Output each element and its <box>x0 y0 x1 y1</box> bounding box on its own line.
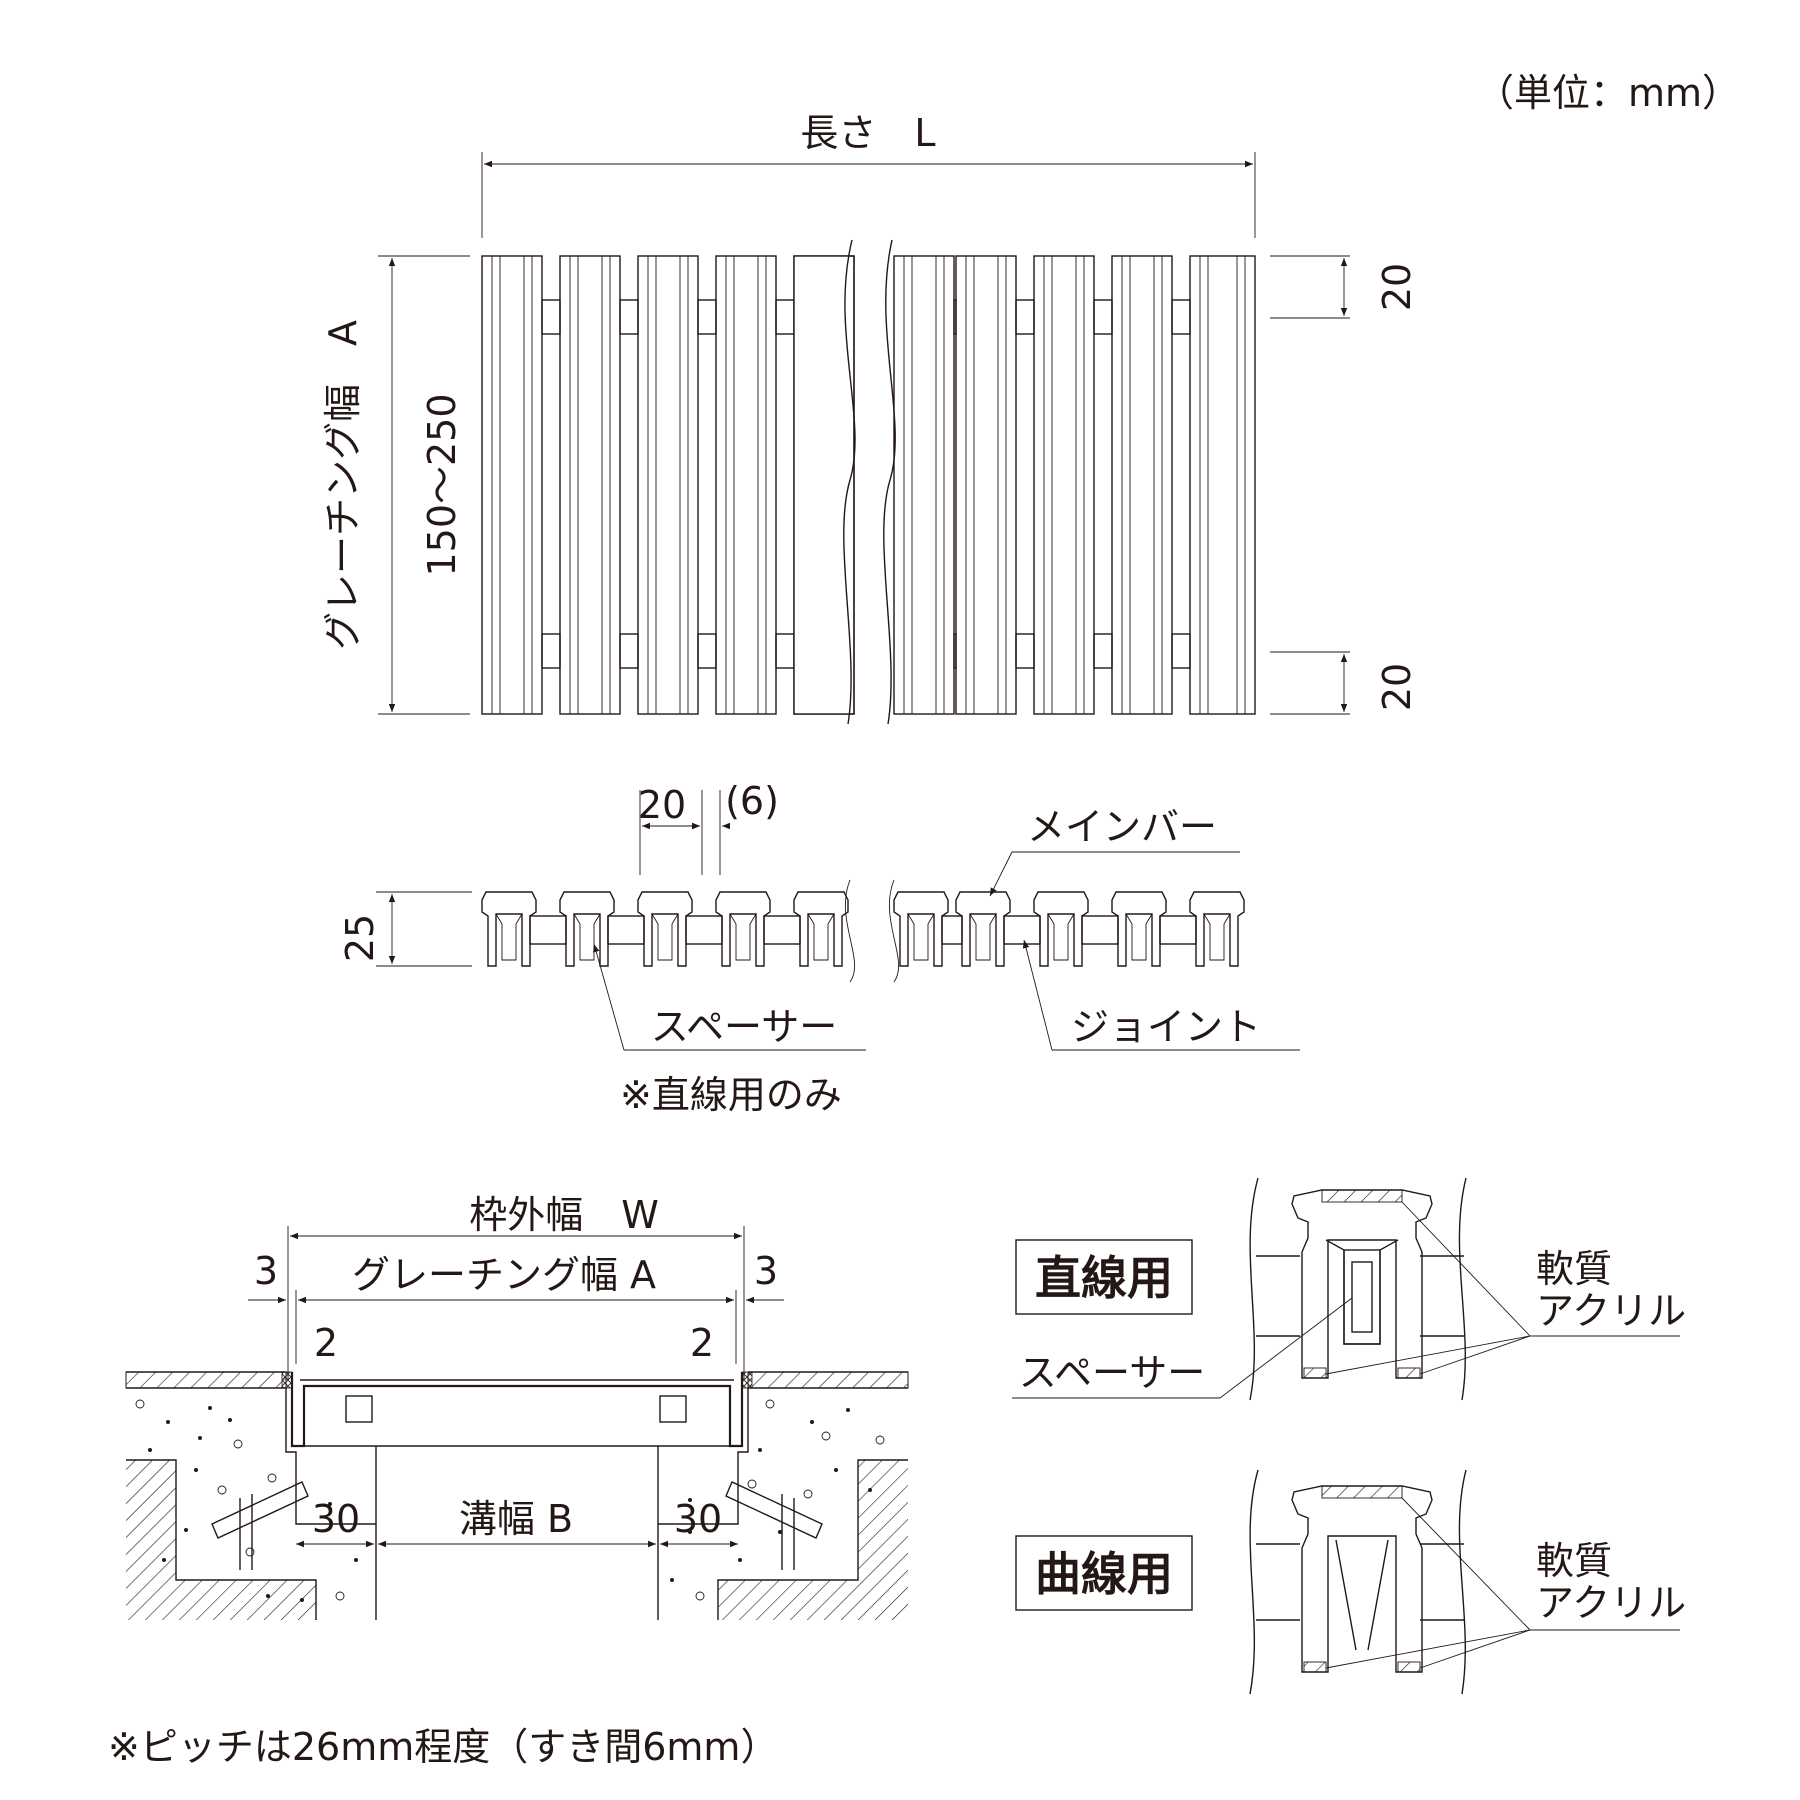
straight-material-line1: 軟質 <box>1536 1247 1612 1291</box>
unit-note: （単位：mm） <box>1476 71 1740 115</box>
frame-width-label: 枠外幅 W <box>469 1193 659 1237</box>
pitch-dimension: 20 <box>638 783 686 827</box>
spacer <box>541 633 561 669</box>
spacer <box>541 299 561 335</box>
straight-detail: 直線用 軟質 アクリル スペーサー <box>1012 1177 1686 1401</box>
joint-section <box>607 915 645 945</box>
curved-title: 曲線用 <box>1035 1547 1173 1601</box>
bar-section <box>1111 891 1167 967</box>
main-bar <box>715 255 777 715</box>
spacer <box>775 633 795 669</box>
spacer <box>619 299 639 335</box>
main-bar <box>1033 255 1095 715</box>
left-ledge-dimension: 30 <box>312 1497 360 1541</box>
right-ledge-dimension: 30 <box>674 1497 722 1541</box>
spacer <box>1015 299 1035 335</box>
section-view: 20 (6) 25 メインバー スペーサー ジョイント ※直線用のみ <box>338 779 1300 1117</box>
main-bar-label: メインバー <box>1027 805 1217 849</box>
installation-view: 枠外幅 W グレーチング幅 A 3 3 2 2 <box>125 1193 909 1620</box>
joint-section <box>1081 915 1119 945</box>
anchor-right <box>725 1481 823 1570</box>
joint-section <box>685 915 723 945</box>
spacer <box>1093 633 1113 669</box>
spacer <box>697 633 717 669</box>
break-line-right <box>883 239 896 725</box>
joint-section <box>529 915 567 945</box>
bar-section <box>1189 891 1245 967</box>
main-bar <box>955 255 1017 715</box>
right-gap-dimension: 2 <box>690 1321 714 1365</box>
edge-dimension-top: 20 <box>1375 263 1419 311</box>
joint-section <box>1003 915 1041 945</box>
spacer <box>697 299 717 335</box>
section-bars-right <box>893 891 1245 967</box>
curved-title-box <box>1015 1535 1193 1611</box>
break-line-left <box>843 239 856 725</box>
straight-title: 直線用 <box>1035 1251 1173 1305</box>
straight-material-line2: アクリル <box>1536 1289 1686 1333</box>
main-bar <box>559 255 621 715</box>
main-bars-right <box>893 255 1256 715</box>
main-bar <box>1111 255 1173 715</box>
footer-pitch-note: ※ピッチは26mm程度（すき間6mm） <box>108 1725 778 1769</box>
joint-section <box>1159 915 1197 945</box>
curved-detail: 曲線用 軟質 アクリル <box>1015 1469 1686 1695</box>
section-bars-left <box>481 891 849 967</box>
spacer <box>1015 633 1035 669</box>
right-clearance-dimension: 3 <box>754 1249 778 1293</box>
edge-dimension-bottom: 20 <box>1375 663 1419 711</box>
bar-section <box>715 891 771 967</box>
bar-section <box>559 891 615 967</box>
spacer <box>1093 299 1113 335</box>
spacer <box>1171 299 1191 335</box>
straight-only-note: ※直線用のみ <box>620 1073 842 1117</box>
spacer <box>775 299 795 335</box>
left-clearance-dimension: 3 <box>254 1249 278 1293</box>
joint-section <box>763 915 801 945</box>
straight-title-box <box>1015 1239 1193 1315</box>
width-range-label: 150～250 <box>420 393 464 576</box>
top-view: 長さ L グレーチング幅 A 150～250 20 20 <box>321 111 1419 725</box>
main-bar <box>1189 255 1256 715</box>
bar-section <box>893 891 949 967</box>
concrete-aggregate <box>135 1399 885 1602</box>
joint-section <box>941 915 963 945</box>
curved-material-line2: アクリル <box>1536 1581 1686 1625</box>
length-label: 長さ L <box>800 111 935 155</box>
main-bar <box>481 255 543 715</box>
spacer-label: スペーサー <box>651 1005 838 1049</box>
gap-dimension: (6) <box>725 779 779 823</box>
bar-section <box>637 891 693 967</box>
bar-section <box>1033 891 1089 967</box>
trench-width-label: 溝幅 B <box>459 1497 573 1541</box>
anchor-left <box>211 1481 309 1570</box>
bar-section <box>481 891 537 967</box>
main-bar <box>893 255 955 715</box>
main-bars-left <box>481 255 855 715</box>
grating-width-a-label: グレーチング幅 A <box>352 1253 656 1297</box>
height-dimension: 25 <box>338 914 382 962</box>
spacer <box>619 633 639 669</box>
bar-section <box>955 891 1011 967</box>
curved-material-line1: 軟質 <box>1536 1539 1612 1583</box>
bar-section <box>793 891 849 967</box>
grating-width-label: グレーチング幅 A <box>321 320 365 650</box>
main-bar <box>637 255 699 715</box>
straight-spacer-label: スペーサー <box>1019 1351 1206 1395</box>
spacer <box>1171 633 1191 669</box>
left-gap-dimension: 2 <box>314 1321 338 1365</box>
joint-label: ジョイント <box>1071 1005 1261 1049</box>
